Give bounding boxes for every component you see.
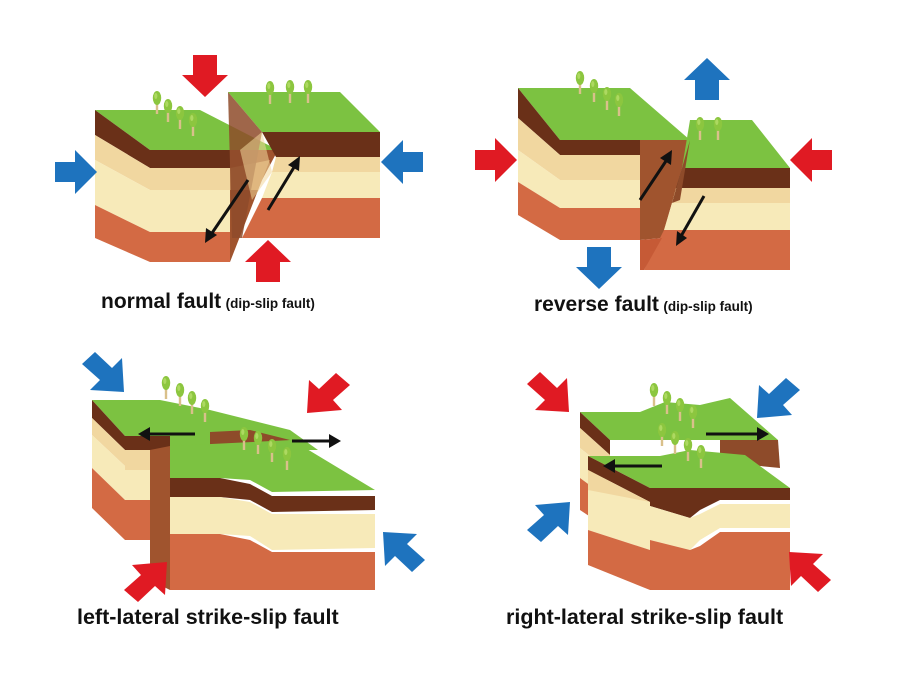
reverse-fault-panel [475, 58, 832, 289]
red-arrow-icon [182, 55, 228, 97]
normal-fault-title: normal fault [101, 290, 222, 313]
ll-front-block [150, 440, 375, 590]
normal-fault-subtitle: (dip-slip fault) [225, 296, 315, 311]
right-lateral-caption: right-lateral strike-slip fault [506, 605, 783, 630]
reverse-fault-caption: reverse fault (dip-slip fault) [534, 293, 753, 317]
right-lateral-panel [527, 372, 831, 592]
normal-fault-caption: normal fault (dip-slip fault) [101, 290, 315, 314]
red-arrow-icon [527, 372, 569, 412]
left-lateral-title: left-lateral strike-slip fault [77, 605, 339, 629]
blue-arrow-icon [55, 150, 97, 194]
blue-arrow-icon [82, 352, 124, 392]
blue-arrow-icon [383, 532, 425, 572]
reverse-left-block [518, 88, 690, 240]
normal-fault-panel [55, 55, 423, 282]
normal-right-block [228, 92, 380, 238]
blue-arrow-icon [527, 502, 570, 542]
reverse-fault-subtitle: (dip-slip fault) [663, 299, 753, 314]
red-arrow-icon [789, 552, 831, 592]
red-arrow-icon [790, 138, 832, 182]
blue-arrow-icon [757, 378, 800, 418]
reverse-fault-title: reverse fault [534, 293, 659, 316]
blue-arrow-icon [381, 140, 423, 184]
red-arrow-icon [307, 373, 350, 413]
blue-arrow-icon [576, 247, 622, 289]
left-lateral-caption: left-lateral strike-slip fault [77, 605, 339, 630]
rl-front-block [588, 450, 790, 590]
left-lateral-panel [82, 352, 425, 602]
red-arrow-icon [124, 562, 167, 602]
blue-arrow-icon [684, 58, 730, 100]
right-lateral-title: right-lateral strike-slip fault [506, 605, 784, 629]
red-arrow-icon [475, 138, 517, 182]
red-arrow-icon [245, 240, 291, 282]
